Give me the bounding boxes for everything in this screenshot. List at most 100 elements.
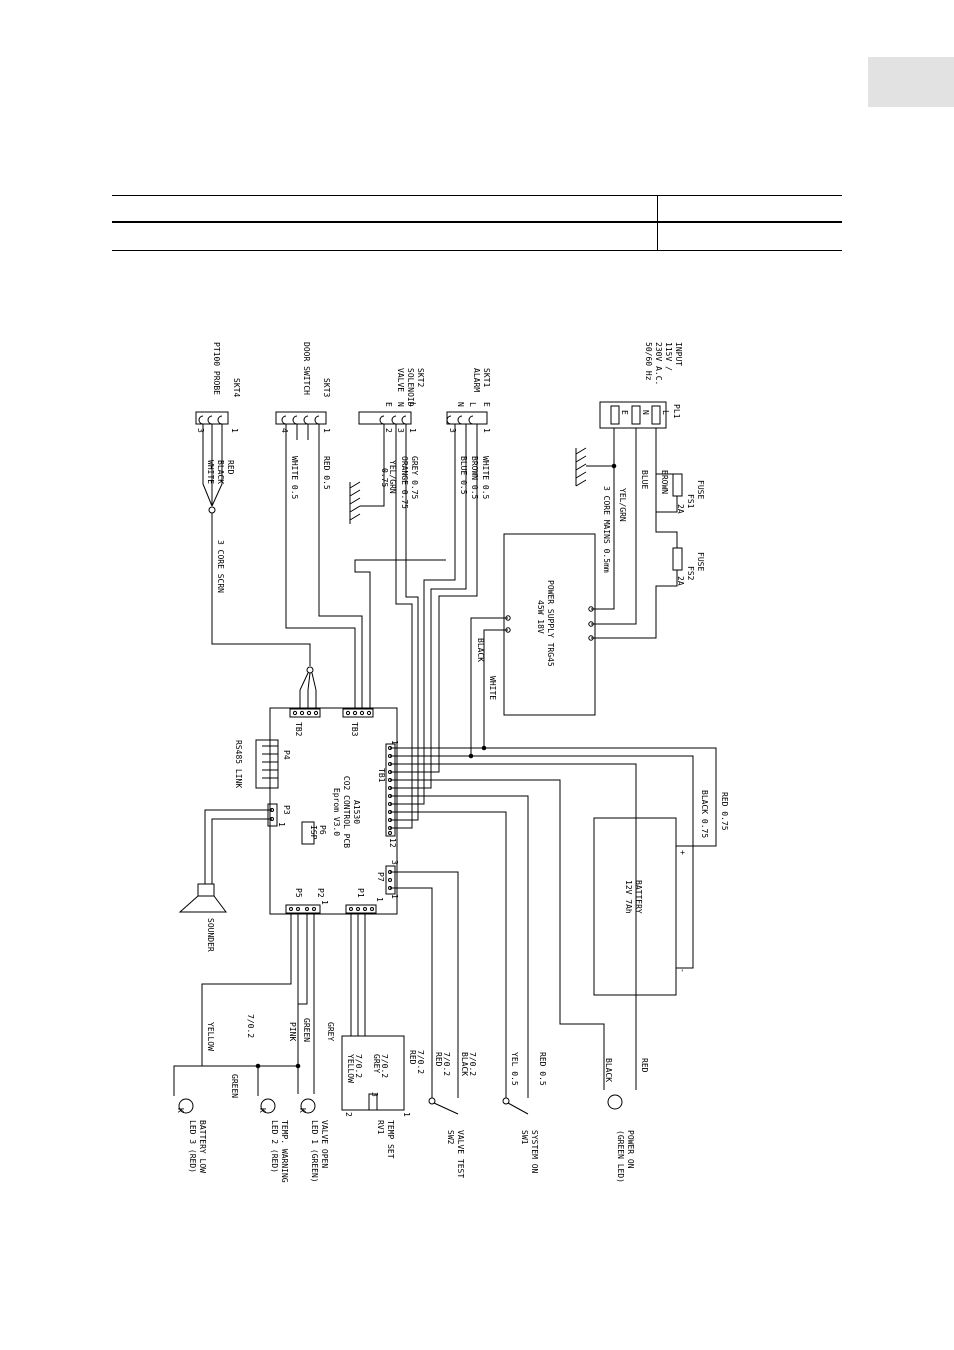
sw1-red-wire: [390, 795, 529, 1098]
psu-black-label: BLACK: [476, 638, 485, 662]
p3-label: P3: [282, 805, 291, 815]
rv1-pin3: 3: [370, 1092, 379, 1097]
battery-label: BATTERY 12V 7Ah: [624, 880, 643, 914]
pl1-label: PL1: [672, 404, 681, 419]
svg-text:TEMP SET: TEMP SET: [386, 1120, 395, 1159]
svg-text:POWER ON: POWER ON: [626, 1130, 635, 1169]
header-table-bottom-rule: [112, 250, 842, 251]
svg-text:INPUT: INPUT: [674, 342, 683, 366]
sounder-cone: [178, 895, 227, 913]
led2-temp-warning: [260, 1098, 276, 1114]
p4-label: P4: [282, 750, 291, 760]
svg-text:TEMP. WARNING: TEMP. WARNING: [280, 1120, 289, 1183]
svg-text:PT100 PROBE: PT100 PROBE: [212, 342, 221, 395]
battery-minus: -: [678, 968, 687, 973]
svg-text:7/0.2: 7/0.2: [468, 1052, 477, 1076]
svg-text:RED: RED: [408, 1050, 417, 1065]
sounder-label: SOUNDER: [206, 918, 215, 952]
p7-pin1-label: 1: [390, 894, 399, 899]
pcb-line-2: CO2 CONTROL PCB: [342, 776, 351, 848]
p2-pin1-label: 1: [320, 900, 329, 905]
tb1-label: TB1: [377, 768, 386, 783]
svg-text:DOOR SWITCH: DOOR SWITCH: [302, 342, 311, 395]
svg-text:0.75: 0.75: [380, 468, 389, 487]
psu-live-wire: [591, 570, 678, 639]
skt3-num-1: 1: [322, 428, 331, 433]
p3-connector: [267, 803, 278, 827]
p2-gauge-label: 7/0.2: [246, 1014, 255, 1038]
sounder-wire-1: [204, 809, 272, 884]
skt4-white-wire: [202, 424, 213, 507]
tb1-pin12-label: 12: [388, 838, 397, 848]
psu-label: POWER SUPPLY TRG45 45W 18V: [536, 580, 555, 667]
header-table-mid-rule: [112, 221, 842, 223]
skt2-grey-wire: [390, 424, 419, 821]
svg-text:YEL/GRN: YEL/GRN: [388, 460, 397, 494]
skt4-black-label: BLACK: [216, 460, 225, 484]
power-on-red-label: RED: [640, 1058, 649, 1073]
svg-text:12V 7Ah: 12V 7Ah: [624, 880, 633, 914]
skt2-grey-label: GREY 0.75: [410, 456, 419, 500]
skt2-label: SKT2 SOLENOID VALVE: [396, 368, 425, 407]
sw1-red-label: RED 0.5: [538, 1052, 547, 1086]
mains-cable-label: 3 CORE MAINS 0.5mm: [602, 486, 611, 573]
svg-text:FS1: FS1: [686, 494, 695, 509]
skt4-red-label: RED: [226, 460, 235, 475]
page-corner-tab: [868, 57, 954, 107]
sw1-switch: [507, 1102, 529, 1115]
p7-connector: [385, 865, 396, 895]
skt2-orange-label: ORANGE 0.75: [400, 456, 409, 509]
svg-text:LED 1 (GREEN): LED 1 (GREEN): [310, 1120, 319, 1183]
rv1-pin1: 1: [402, 1112, 411, 1117]
led2-k: K: [258, 1108, 267, 1113]
psu-white-wire: [390, 629, 508, 749]
svg-text:50/60 Hz: 50/60 Hz: [644, 342, 653, 381]
skt1-num-3: 3: [448, 428, 457, 433]
svg-text:SW2: SW2: [446, 1130, 455, 1145]
yelgrn-wire-label: YEL/GRN: [618, 488, 627, 522]
pcb-title: A1530 CO2 CONTROL PCB Eprom V3.0: [332, 776, 361, 848]
skt3-num-4: 4: [280, 428, 289, 433]
probe-screened-cable: [211, 513, 311, 666]
svg-text:45W 18V: 45W 18V: [536, 600, 545, 634]
skt4-white-label: WHITE: [206, 460, 215, 484]
svg-text:2A: 2A: [676, 504, 685, 514]
led3-yellow-label: YELLOW: [206, 1022, 215, 1051]
rv1-grey-label: GREY 7/0.2: [372, 1054, 389, 1078]
svg-text:SKT1: SKT1: [482, 368, 491, 387]
header-table-divider: [657, 195, 658, 251]
sounder-wire-2: [211, 818, 272, 884]
pl1-pin-l: L: [661, 410, 670, 415]
sw2-black-wire: [390, 871, 459, 1098]
rv1-label: TEMP SET RV1: [376, 1120, 395, 1159]
skt2-num-2: 2: [384, 428, 393, 433]
common-green-label: GREEN: [230, 1074, 239, 1098]
skt1-label: SKT1 ALARM: [472, 368, 491, 392]
led2-label: TEMP. WARNING LED 2 (RED): [270, 1120, 289, 1183]
power-on-led: [607, 1094, 623, 1110]
battery: [593, 817, 677, 996]
tb2-connector: [289, 708, 321, 718]
sounder-body: [197, 883, 215, 897]
svg-text:7/0.2: 7/0.2: [380, 1054, 389, 1078]
svg-text:7/0.2: 7/0.2: [354, 1054, 363, 1078]
led1-grey-label: GREY: [326, 1022, 335, 1041]
led3-yellow-wire: [173, 913, 292, 1096]
svg-text:2A: 2A: [676, 576, 685, 586]
svg-text:FUSE: FUSE: [696, 480, 705, 499]
rv1-yellow-label: YELLOW 7/0.2: [346, 1054, 363, 1083]
skt1-num-1: 1: [482, 428, 491, 433]
svg-text:230V A.C.: 230V A.C.: [654, 342, 663, 385]
svg-text:7/0.2: 7/0.2: [416, 1050, 425, 1074]
rv1-wiper: [368, 1093, 378, 1111]
pcb-board: [269, 707, 398, 915]
svg-text:FUSE: FUSE: [696, 552, 705, 571]
tb1-pins: [388, 746, 392, 835]
header-table-top-rule: [112, 195, 842, 196]
skt3-red-label: RED 0.5: [322, 456, 331, 490]
sw1-yel-label: YEL 0.5: [510, 1052, 519, 1086]
isp-p6-label: P6: [318, 825, 327, 835]
power-supply: [503, 533, 596, 716]
svg-text:SYSTEM ON: SYSTEM ON: [530, 1130, 539, 1174]
skt2-earth-wire: [360, 424, 385, 507]
